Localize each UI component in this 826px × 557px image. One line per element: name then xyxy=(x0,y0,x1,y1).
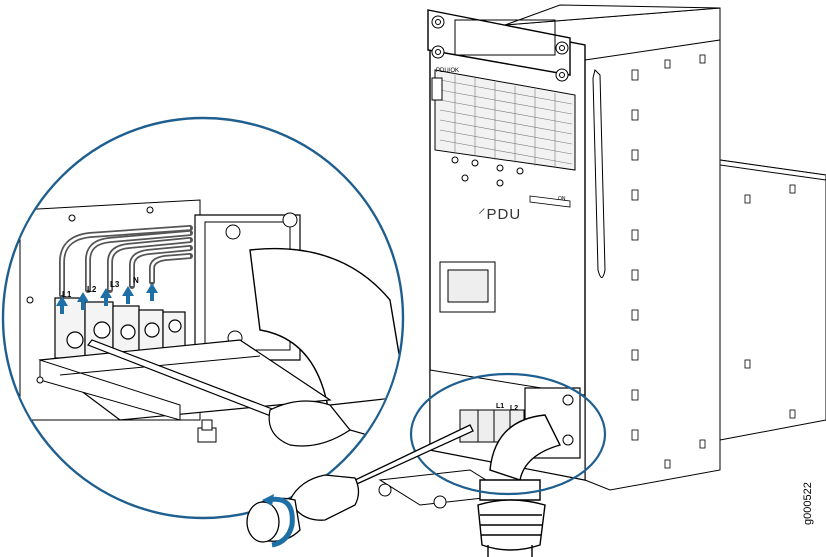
power-switch xyxy=(431,77,443,101)
brand-label: ⸍PDU xyxy=(478,206,522,223)
zoom-terminal-label-n: N xyxy=(133,276,139,285)
detail-zoom xyxy=(1,116,405,520)
zoom-terminal-label-l1: L1 xyxy=(62,290,72,299)
led-label: PDU/OK xyxy=(436,68,460,74)
zoom-terminal-label-l3: L3 xyxy=(110,280,120,289)
device-terminal-label-l1: L1 xyxy=(496,403,505,410)
rotation-arrow-icon xyxy=(267,496,295,548)
brand-logo-icon: ⸍ xyxy=(478,206,487,223)
switch-label: ON xyxy=(558,196,566,202)
side-rivets xyxy=(631,54,796,469)
device-terminal-label-l2: L2 xyxy=(510,405,519,412)
zoom-terminal-label-l2: L2 xyxy=(87,285,97,294)
screwdriver-icon xyxy=(246,424,474,543)
device-screws xyxy=(431,15,569,187)
vent-grid xyxy=(439,75,573,168)
figure-id: g000522 xyxy=(802,482,814,525)
power-cord xyxy=(477,414,562,557)
pdu-device xyxy=(378,4,826,509)
insert-arrows xyxy=(56,283,158,314)
detail-source-circle xyxy=(409,372,607,496)
